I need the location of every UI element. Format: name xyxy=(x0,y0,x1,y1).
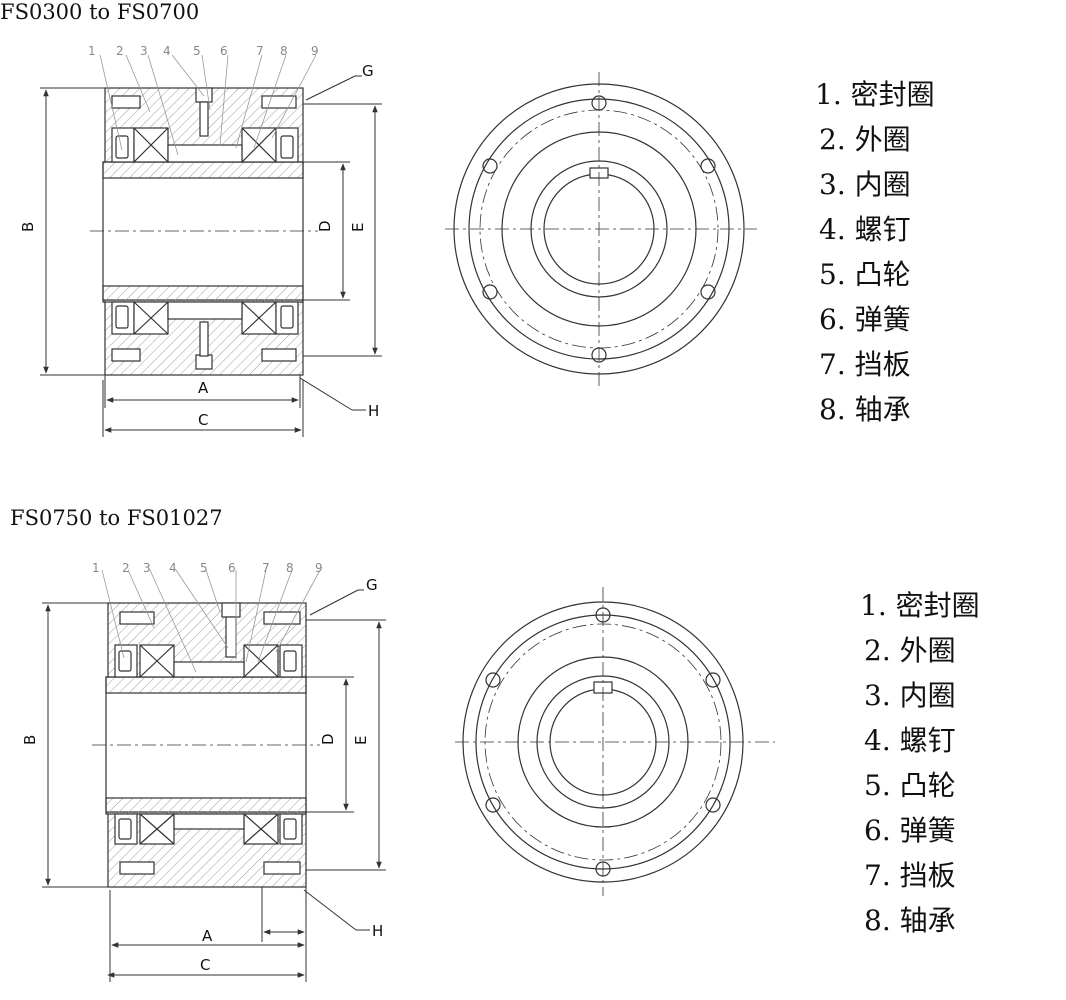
inner-ring-upper xyxy=(105,676,307,694)
dim-b-label: B xyxy=(21,735,39,745)
legend-item: 1. 密封圈 xyxy=(815,78,935,111)
dim-c-label: C xyxy=(198,411,208,429)
part-number: 1 xyxy=(88,44,96,58)
part-number: 4 xyxy=(163,44,171,58)
part-number: 4 xyxy=(169,561,177,575)
dim-g-label: G xyxy=(366,576,378,594)
dim-e-label: E xyxy=(349,223,367,232)
legend-item: 4. 螺钉 xyxy=(819,213,911,246)
dim-a-label: A xyxy=(198,379,209,397)
part-number: 6 xyxy=(220,44,228,58)
inner-ring-upper xyxy=(102,161,304,179)
parts-legend-2: 1. 密封圈 2. 外圈 3. 内圈 4. 螺钉 5. 凸轮 6. 弹簧 7. … xyxy=(860,583,980,943)
end-view-2 xyxy=(455,587,775,896)
part-number: 9 xyxy=(311,44,319,58)
part-number: 3 xyxy=(143,561,151,575)
legend-item: 7. 挡板 xyxy=(819,348,911,381)
part-number: 7 xyxy=(262,561,270,575)
inner-ring-lower xyxy=(102,285,304,303)
legend-item: 3. 内圈 xyxy=(864,679,956,712)
dimensions-2 xyxy=(42,569,386,982)
part-number: 7 xyxy=(256,44,264,58)
dim-b-label: B xyxy=(19,222,37,232)
legend-item: 8. 轴承 xyxy=(819,393,911,426)
cross-section-1 xyxy=(90,87,318,376)
end-view-1 xyxy=(445,72,757,386)
part-number: 3 xyxy=(140,44,148,58)
part-number: 1 xyxy=(92,561,100,575)
cross-section-2 xyxy=(92,602,320,888)
part-number: 8 xyxy=(280,44,288,58)
legend-item: 2. 外圈 xyxy=(819,123,911,156)
legend-item: 2. 外圈 xyxy=(864,634,956,667)
dim-c-label: C xyxy=(200,956,210,974)
dimensions-1 xyxy=(40,54,382,437)
legend-item: 5. 凸轮 xyxy=(864,769,956,802)
legend-item: 4. 螺钉 xyxy=(864,724,956,757)
dimension-labels-1: B D E A C G H 1 2 3 4 5 6 7 8 9 xyxy=(19,44,379,429)
parts-legend-1: 1. 密封圈 2. 外圈 3. 内圈 4. 螺钉 5. 凸轮 6. 弹簧 7. … xyxy=(815,72,935,432)
section-title-2: FS0750 to FS01027 xyxy=(10,506,223,530)
dim-h-label: H xyxy=(372,922,383,940)
dim-h-label: H xyxy=(368,402,379,420)
legend-item: 6. 弹簧 xyxy=(819,303,911,336)
legend-item: 5. 凸轮 xyxy=(819,258,911,291)
part-number: 6 xyxy=(228,561,236,575)
dim-e-label: E xyxy=(352,736,370,745)
dim-d-label: D xyxy=(319,733,337,745)
legend-item: 6. 弹簧 xyxy=(864,814,956,847)
part-number: 5 xyxy=(200,561,208,575)
inner-ring-lower xyxy=(105,797,307,815)
legend-item: 3. 内圈 xyxy=(819,168,911,201)
part-number: 2 xyxy=(122,561,130,575)
dimension-labels-2: B D E A C G H 1 2 3 4 5 6 7 8 9 xyxy=(21,561,383,974)
part-number: 5 xyxy=(193,44,201,58)
legend-item: 7. 挡板 xyxy=(864,859,956,892)
part-number: 2 xyxy=(116,44,124,58)
section-title-1: FS0300 to FS0700 xyxy=(0,0,200,24)
legend-item: 8. 轴承 xyxy=(864,904,956,937)
inner-bore xyxy=(105,676,307,813)
dim-g-label: G xyxy=(362,62,374,80)
dim-a-label: A xyxy=(202,927,213,945)
part-number: 8 xyxy=(286,561,294,575)
legend-item: 1. 密封圈 xyxy=(860,589,980,622)
part-number: 9 xyxy=(315,561,323,575)
dim-d-label: D xyxy=(316,220,334,232)
